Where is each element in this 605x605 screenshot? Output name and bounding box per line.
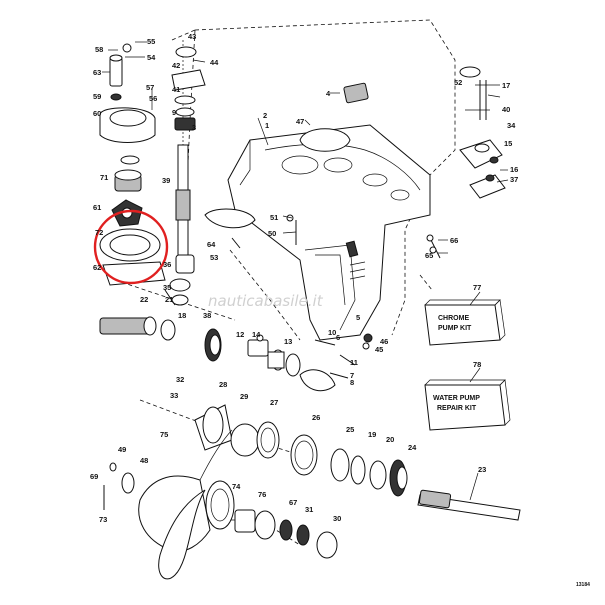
part-label-6: 6 (336, 333, 340, 342)
part-label-41: 41 (172, 85, 180, 94)
part-label-21: 21 (165, 295, 173, 304)
part-label-27: 27 (270, 398, 278, 407)
part-label-46: 46 (380, 337, 388, 346)
part-label-15: 15 (504, 139, 512, 148)
figure-code: 13184 (576, 582, 590, 588)
chrome-kit-line1: CHROME (438, 315, 469, 322)
part-label-30: 30 (333, 514, 341, 523)
part-label-18: 18 (178, 311, 186, 320)
part-label-39: 39 (162, 176, 170, 185)
part-label-37: 37 (510, 175, 518, 184)
part-label-67: 67 (289, 498, 297, 507)
part-label-54: 54 (147, 53, 156, 62)
part-label-17: 17 (502, 81, 510, 90)
water-pump-kit-box: WATER PUMP REPAIR KIT (424, 379, 511, 431)
part-label-20: 20 (386, 435, 394, 444)
part-label-32: 32 (176, 375, 184, 384)
part-label-9: 9 (172, 108, 176, 117)
part-label-43: 43 (188, 32, 196, 41)
shift-shaft-parts (204, 208, 441, 350)
part-label-25: 25 (346, 425, 354, 434)
chrome-kit-line2: PUMP KIT (438, 325, 472, 332)
leader-lines (102, 41, 509, 501)
part-label-12: 12 (236, 330, 244, 339)
shift-rod-stack (171, 46, 206, 131)
part-label-4: 4 (326, 89, 331, 98)
part-label-62: 62 (93, 263, 101, 272)
part-label-55: 55 (147, 37, 155, 46)
part-label-36: 36 (163, 260, 171, 269)
part-label-57: 57 (146, 83, 154, 92)
part-label-35: 35 (163, 283, 171, 292)
part-label-71: 71 (100, 173, 108, 182)
part-label-45: 45 (375, 345, 383, 354)
part-label-51: 51 (270, 213, 278, 222)
part-label-75: 75 (160, 430, 168, 439)
part-label-2: 2 (263, 111, 267, 120)
part-label-1: 1 (265, 121, 269, 130)
bearing-carrier-parts (234, 509, 338, 559)
part-label-24: 24 (408, 443, 417, 452)
part-label-10: 10 (328, 328, 336, 337)
part-label-34: 34 (507, 121, 516, 130)
part-label-22: 22 (140, 295, 148, 304)
shift-linkage-parts (299, 66, 506, 199)
part-label-58: 58 (95, 45, 103, 54)
part-label-33: 33 (170, 391, 178, 400)
propeller (103, 429, 235, 580)
gearcase-housing (227, 124, 431, 341)
part-label-11: 11 (350, 358, 358, 367)
part-label-74: 74 (232, 482, 241, 491)
part-label-29: 29 (240, 392, 248, 401)
water-kit-line2: REPAIR KIT (437, 405, 477, 412)
part-label-38: 38 (203, 311, 211, 320)
part-label-60: 60 (93, 109, 101, 118)
part-label-77: 77 (473, 283, 481, 292)
part-label-73: 73 (99, 515, 107, 524)
part-label-72: 72 (95, 228, 103, 237)
part-label-52: 52 (454, 78, 462, 87)
chrome-pump-kit-box: CHROME PUMP KIT (424, 299, 506, 346)
part-label-61: 61 (93, 203, 101, 212)
forward-reverse-gear-set (204, 328, 356, 392)
part-label-56: 56 (149, 94, 157, 103)
part-label-40: 40 (502, 105, 510, 114)
part-label-78: 78 (473, 360, 481, 369)
part-label-28: 28 (219, 380, 227, 389)
part-label-76: 76 (258, 490, 266, 499)
watermark: nauticabasile.it (208, 292, 324, 310)
part-label-64: 64 (207, 240, 216, 249)
highlight-ring-72 (93, 209, 169, 285)
part-label-5: 5 (356, 313, 360, 322)
part-label-23: 23 (478, 465, 486, 474)
part-label-65: 65 (425, 251, 433, 260)
prop-shaft-rear (99, 289, 176, 341)
part-label-53: 53 (210, 253, 218, 262)
part-label-14: 14 (252, 330, 261, 339)
part-label-69: 69 (90, 472, 98, 481)
part-label-16: 16 (510, 165, 518, 174)
part-label-19: 19 (368, 430, 376, 439)
part-label-13: 13 (284, 337, 292, 346)
drive-shaft (169, 40, 195, 306)
water-kit-line1: WATER PUMP (433, 395, 480, 402)
propeller-shaft-assembly (194, 404, 521, 521)
part-label-31: 31 (305, 505, 313, 514)
part-label-50: 50 (268, 229, 276, 238)
part-label-7: 7 (350, 371, 354, 380)
part-label-8: 8 (350, 378, 354, 387)
part-label-42: 42 (172, 61, 180, 70)
part-label-44: 44 (210, 58, 219, 67)
part-label-3: 3 (192, 123, 196, 132)
part-label-63: 63 (93, 68, 101, 77)
part-label-49: 49 (118, 445, 126, 454)
part-label-59: 59 (93, 92, 101, 101)
part-label-66: 66 (450, 236, 458, 245)
part-label-47: 47 (296, 117, 304, 126)
part-label-48: 48 (140, 456, 148, 465)
part-number-labels: 1234567891011121314151617181920212223242… (90, 32, 518, 524)
water-pump-stack (99, 43, 166, 286)
part-label-26: 26 (312, 413, 320, 422)
